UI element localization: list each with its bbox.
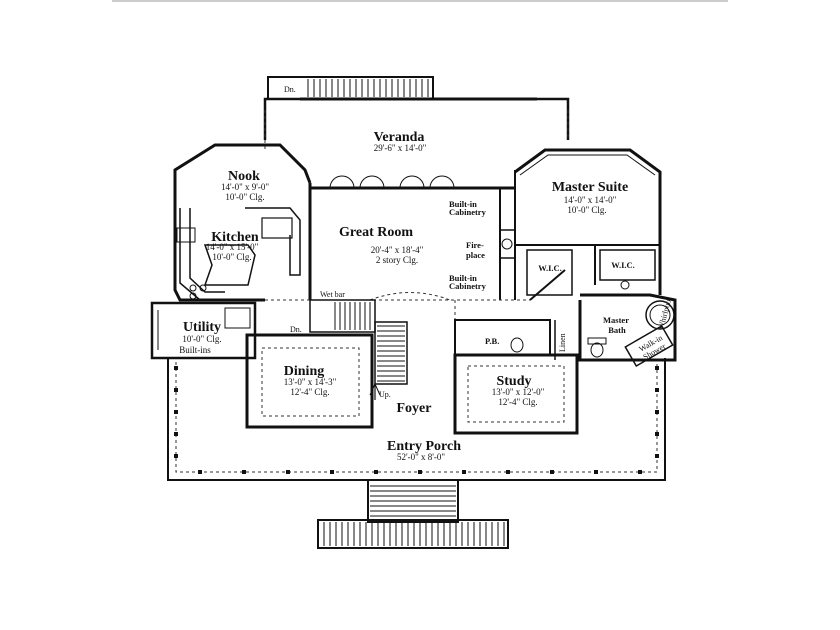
- entry-stairs: [317, 479, 509, 549]
- porch-column: [174, 410, 178, 414]
- utility-walls: [150, 301, 257, 360]
- utility-builtins: Built-ins: [179, 345, 211, 355]
- kitchen-clg: 10'-0" Clg.: [212, 252, 251, 262]
- central-stair: [309, 299, 408, 400]
- veranda-dn-label: Dn.: [284, 85, 296, 94]
- study-dims: 13'-0" x 12'-0": [492, 387, 545, 397]
- great-room-walls: [265, 170, 530, 330]
- builtin-cabinetry-bottom-line2: Cabinetry: [449, 281, 487, 291]
- porch-column: [242, 470, 246, 474]
- master-suite-title: Master Suite: [552, 180, 628, 195]
- fireplace-label-line2: place: [466, 250, 485, 260]
- porch-column: [655, 366, 659, 370]
- dining-walls: [245, 333, 374, 429]
- foyer-title: Foyer: [397, 401, 432, 416]
- dining-clg: 12'-4" Clg.: [290, 387, 329, 397]
- kitchen-title: Kitchen: [211, 230, 259, 245]
- wet-bar-label: Wet bar: [320, 290, 345, 299]
- porch-column: [198, 470, 202, 474]
- porch-column: [655, 388, 659, 392]
- porch-column: [655, 454, 659, 458]
- porch-column: [418, 470, 422, 474]
- veranda-dims: 29'-6" x 14'-0": [374, 143, 427, 153]
- great-room-clg: 2 story Clg.: [376, 255, 418, 265]
- stair-dn-label: Dn.: [290, 325, 302, 334]
- great-room-title: Great Room: [339, 225, 413, 240]
- builtin-cabinetry-top-line1: Built-in: [449, 199, 477, 209]
- study-walls: [453, 319, 579, 435]
- builtin-cabinetry-bottom-line1: Built-in: [449, 273, 477, 283]
- stair-up-label: Up.: [379, 390, 391, 399]
- porch-column: [174, 454, 178, 458]
- study-title: Study: [496, 374, 531, 389]
- great-room-dims: 20'-4" x 18'-4": [371, 245, 424, 255]
- powder-bath-label: P.B.: [485, 336, 499, 346]
- porch-column: [638, 470, 642, 474]
- nook-dims: 14'-0" x 9'-0": [221, 182, 269, 192]
- porch-column: [655, 432, 659, 436]
- porch-column: [174, 388, 178, 392]
- master-bath-walls: [578, 293, 677, 368]
- veranda-outline: [263, 97, 570, 150]
- builtin-cabinetry-top-line2: Cabinetry: [449, 207, 487, 217]
- master-suite-walls: [514, 148, 662, 301]
- entry-porch-dims: 52'-0" x 8'-0": [397, 452, 445, 462]
- porch-column: [655, 410, 659, 414]
- master-bath-label-line2: Bath: [608, 325, 626, 335]
- porch-column: [550, 470, 554, 474]
- nook-kitchen-walls: [173, 143, 312, 302]
- utility-title: Utility: [183, 320, 221, 335]
- veranda-title: Veranda: [374, 130, 425, 145]
- dining-title: Dining: [284, 364, 324, 379]
- master-bath-label-line1: Master: [603, 315, 629, 325]
- nook-title: Nook: [228, 169, 260, 184]
- fireplace-label-line1: Fire-: [466, 240, 484, 250]
- master-suite-clg: 10'-0" Clg.: [567, 205, 606, 215]
- porch-column: [374, 470, 378, 474]
- porch-column: [506, 470, 510, 474]
- porch-column: [174, 432, 178, 436]
- porch-column: [594, 470, 598, 474]
- nook-clg: 10'-0" Clg.: [225, 192, 264, 202]
- porch-column: [174, 366, 178, 370]
- master-suite-dims: 14'-0" x 14'-0": [564, 195, 617, 205]
- study-clg: 12'-4" Clg.: [498, 397, 537, 407]
- porch-column: [330, 470, 334, 474]
- kitchen-dims: 14'-0" x 15'-0": [206, 242, 259, 252]
- entry-porch-title: Entry Porch: [387, 439, 461, 454]
- utility-clg: 10'-0" Clg.: [182, 334, 221, 344]
- linen-label: Linen: [558, 333, 567, 352]
- wic-left-label: W.I.C.: [538, 263, 562, 273]
- porch-column: [462, 470, 466, 474]
- wic-right-label: W.I.C.: [611, 260, 635, 270]
- porch-column: [286, 470, 290, 474]
- dining-dims: 13'-0" x 14'-3": [284, 377, 337, 387]
